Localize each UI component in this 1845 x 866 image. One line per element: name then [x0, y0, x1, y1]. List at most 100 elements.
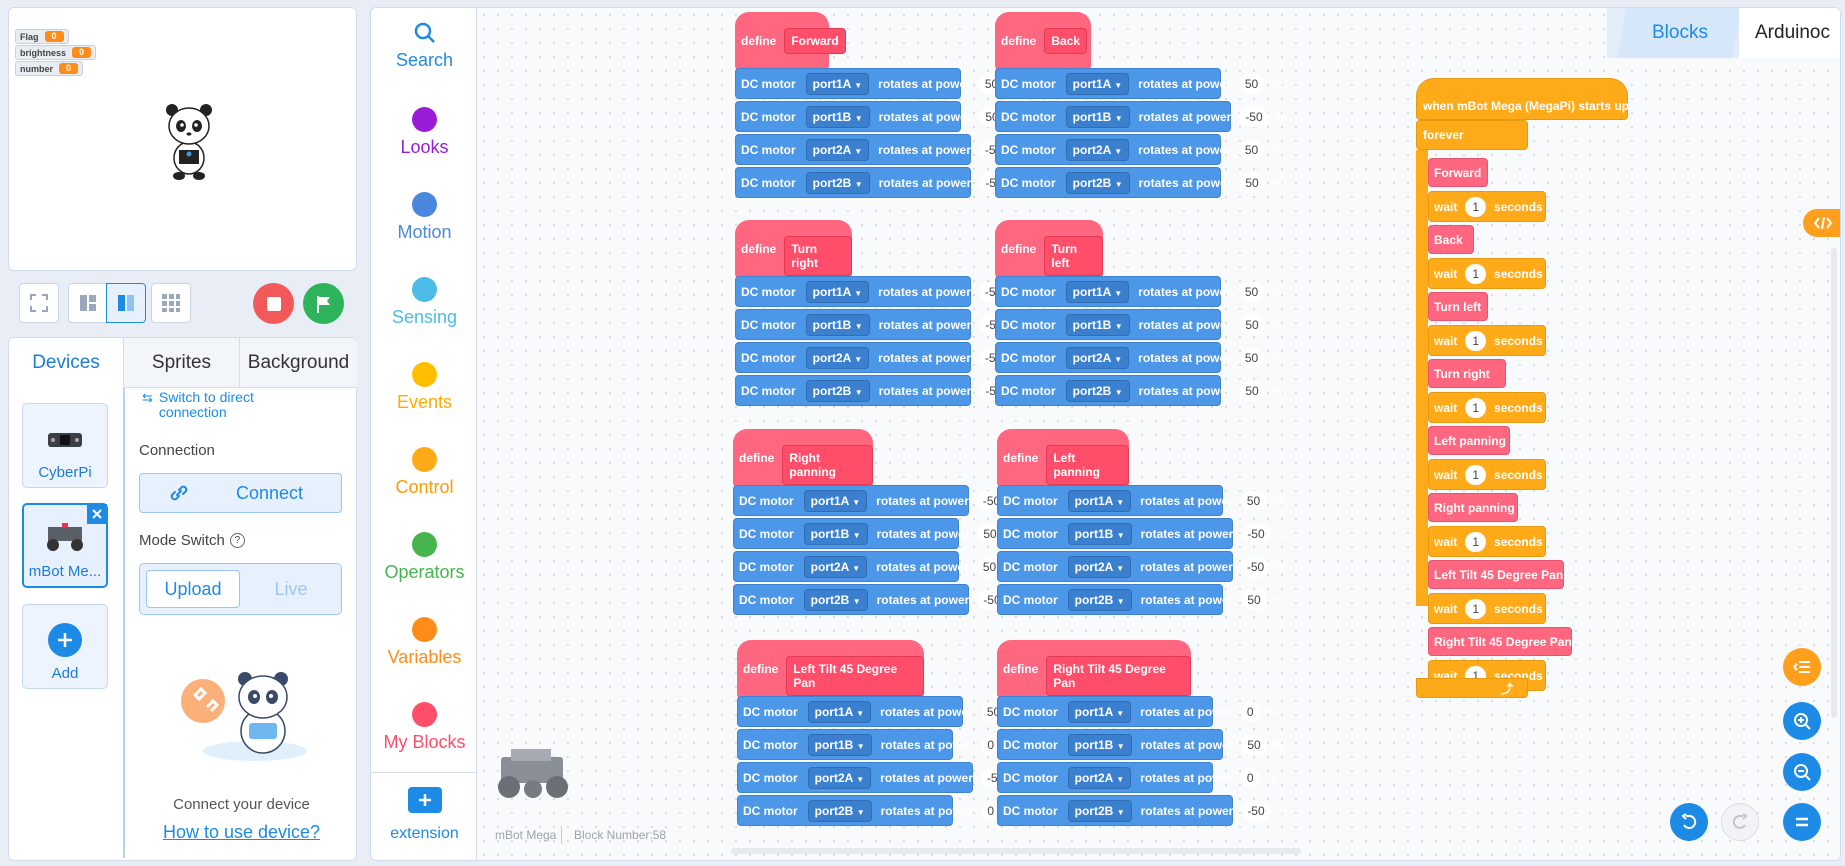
port-dropdown[interactable]: port1A ▼: [807, 700, 872, 723]
add-device-button[interactable]: Add: [22, 604, 108, 689]
port-dropdown[interactable]: port1A ▼: [1065, 280, 1130, 303]
category-control[interactable]: Control: [371, 447, 478, 498]
power-input[interactable]: -50: [1240, 556, 1271, 577]
tab-arduinoc[interactable]: Arduinoc: [1739, 8, 1840, 58]
power-input[interactable]: 50: [1238, 73, 1265, 94]
wait-input[interactable]: 1: [1465, 598, 1487, 619]
port-dropdown[interactable]: port2B ▼: [1067, 588, 1132, 611]
remove-device-button[interactable]: [87, 504, 107, 524]
port-dropdown[interactable]: port1A ▼: [803, 489, 868, 512]
port-dropdown[interactable]: port1A ▼: [805, 280, 870, 303]
undo-button[interactable]: [1670, 803, 1708, 841]
port-dropdown[interactable]: port2B ▼: [1065, 379, 1130, 402]
forever-block[interactable]: forever: [1416, 120, 1528, 150]
power-input[interactable]: 50: [1239, 172, 1265, 193]
collapse-blocks-button[interactable]: [1783, 648, 1821, 686]
category-motion[interactable]: Motion: [371, 192, 478, 243]
wait-input[interactable]: 1: [1465, 263, 1487, 284]
call-block[interactable]: Left Tilt 45 Degree Pan: [1428, 560, 1564, 589]
port-dropdown[interactable]: port2A ▼: [1067, 766, 1132, 789]
power-input[interactable]: 0: [1240, 767, 1260, 788]
category-events[interactable]: Events: [371, 362, 478, 413]
port-dropdown[interactable]: port2A ▼: [1065, 346, 1130, 369]
wait-input[interactable]: 1: [1465, 464, 1487, 485]
power-input[interactable]: 50: [1238, 281, 1265, 302]
port-dropdown[interactable]: port2A ▼: [803, 555, 868, 578]
category-variables[interactable]: Variables: [371, 617, 478, 668]
small-stage-button[interactable]: [68, 283, 108, 323]
category-sensing[interactable]: Sensing: [371, 277, 478, 328]
call-block[interactable]: Right panning: [1428, 493, 1518, 522]
port-dropdown[interactable]: port1B ▼: [1065, 105, 1130, 128]
vertical-scrollbar[interactable]: [1831, 248, 1837, 718]
call-block[interactable]: Left panning: [1428, 426, 1510, 455]
port-dropdown[interactable]: port2B ▼: [805, 171, 870, 194]
tab-devices[interactable]: Devices: [9, 338, 123, 388]
power-input[interactable]: 50: [1240, 490, 1267, 511]
port-dropdown[interactable]: port1B ▼: [807, 733, 872, 756]
wait-input[interactable]: 1: [1465, 330, 1487, 351]
port-dropdown[interactable]: port2A ▼: [807, 766, 872, 789]
wait-input[interactable]: 1: [1465, 196, 1487, 217]
connect-button[interactable]: Connect: [139, 473, 342, 513]
port-dropdown[interactable]: port1B ▼: [1065, 313, 1130, 336]
port-dropdown[interactable]: port2B ▼: [1067, 799, 1132, 822]
port-dropdown[interactable]: port2B ▼: [1065, 171, 1130, 194]
power-input[interactable]: -50: [1241, 800, 1271, 821]
fullscreen-button[interactable]: [19, 283, 59, 323]
device-card-cyberpi[interactable]: CyberPi: [22, 403, 108, 488]
switch-direct-connection-link[interactable]: ⇆ Switch to direct connection: [142, 390, 279, 420]
wait-input[interactable]: 1: [1465, 397, 1487, 418]
upload-mode-button[interactable]: Upload: [146, 570, 240, 608]
normal-stage-button[interactable]: [106, 283, 146, 323]
call-block[interactable]: Forward: [1428, 158, 1488, 187]
power-input[interactable]: 50: [1241, 589, 1267, 610]
port-dropdown[interactable]: port2A ▼: [1067, 555, 1132, 578]
reset-zoom-button[interactable]: [1783, 803, 1821, 841]
power-input[interactable]: 50: [976, 556, 1003, 577]
power-input[interactable]: 50: [1239, 380, 1265, 401]
power-input[interactable]: 50: [1238, 139, 1265, 160]
port-dropdown[interactable]: port1B ▼: [805, 105, 870, 128]
code-view-toggle[interactable]: [1803, 209, 1840, 237]
horizontal-scrollbar[interactable]: [731, 848, 1301, 854]
device-card-mbot-mega[interactable]: mBot Me...: [22, 503, 108, 588]
zoom-in-button[interactable]: [1783, 702, 1821, 740]
category-looks[interactable]: Looks: [371, 107, 478, 158]
wait-input[interactable]: 1: [1465, 531, 1487, 552]
port-dropdown[interactable]: port1A ▼: [1067, 700, 1132, 723]
tab-sprites[interactable]: Sprites: [123, 338, 239, 388]
tab-blocks[interactable]: Blocks: [1617, 8, 1742, 58]
power-input[interactable]: 50: [1239, 314, 1265, 335]
